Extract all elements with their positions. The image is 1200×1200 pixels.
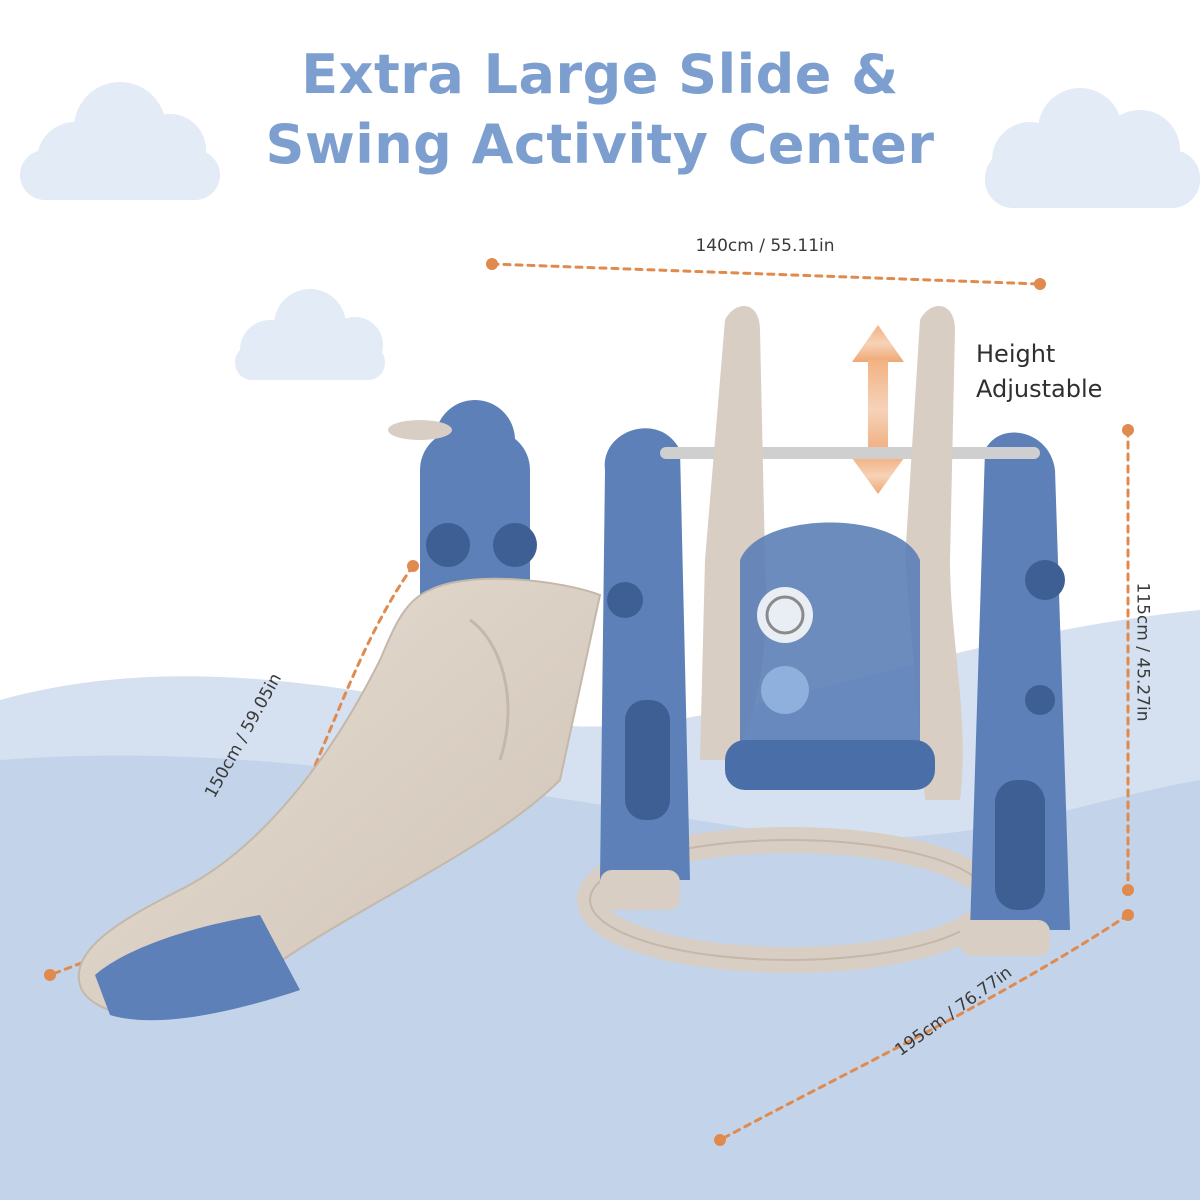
width-dimension-label: 140cm / 55.11in [695, 236, 835, 256]
title-line-2: Swing Activity Center [265, 113, 935, 176]
depth-line [718, 913, 1130, 1142]
swing-seat [725, 522, 935, 790]
swing-frame-left [600, 428, 690, 880]
double-arrow-icon [852, 325, 904, 494]
title-line-1: Extra Large Slide & [301, 43, 899, 106]
feature-note-line-1: Height [976, 340, 1056, 368]
cloud-icon-left [20, 82, 220, 200]
slide [77, 577, 602, 1021]
swing-frame-right [970, 432, 1070, 930]
height-dimension-label: 115cm / 45.27in [1132, 582, 1153, 722]
base-feet [600, 870, 1050, 956]
width-line [490, 262, 1042, 286]
dimension-endpoints [44, 258, 1134, 1146]
cloud-icon-right [985, 88, 1200, 208]
cloud-icon-middle [235, 289, 385, 380]
feature-note-line-2: Adjustable [976, 375, 1103, 403]
